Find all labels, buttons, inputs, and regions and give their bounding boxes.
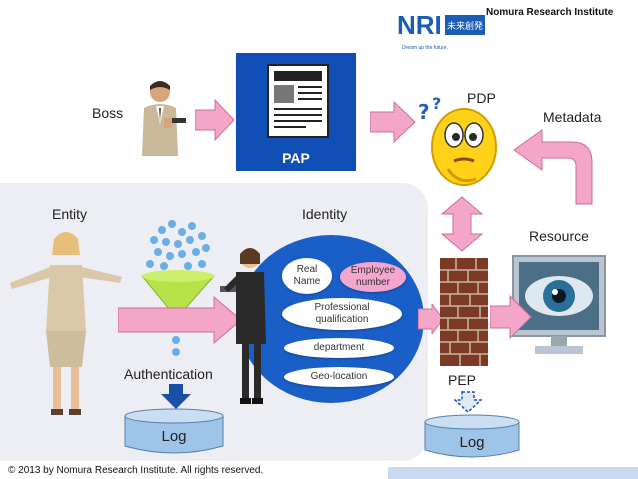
nri-logo: NRI 未来創発 Dream up the future.	[395, 6, 491, 52]
resource-label: Resource	[529, 228, 589, 244]
arrow-pdp-pep-bidirectional	[440, 196, 484, 257]
pdp-label: PDP	[467, 90, 496, 106]
arrow-identity-to-pep	[417, 302, 444, 339]
arrow-pep-to-resource	[489, 294, 532, 345]
identity-person-figure	[214, 244, 278, 411]
log-right-label: Log	[459, 434, 485, 451]
thinking-face-icon: ? ?	[418, 94, 502, 196]
entity-label: Entity	[52, 206, 88, 222]
log-database-right: Log	[424, 414, 520, 458]
arrow-metadata-to-pdp	[508, 128, 600, 213]
boss-figure	[138, 78, 188, 161]
resource-monitor-eye-icon	[511, 254, 607, 365]
attribute-geo-location: Geo-location	[284, 367, 394, 387]
nri-logo-text: NRI	[397, 10, 442, 40]
arrow-auth-to-log	[160, 384, 192, 415]
arrow-pep-to-log	[453, 391, 483, 418]
arrow-pap-to-pdp	[369, 100, 416, 149]
svg-text:?: ?	[418, 100, 430, 124]
attribute-professional-qualification: Professional qualification	[282, 298, 402, 330]
newspaper-icon	[267, 64, 329, 138]
metadata-label: Metadata	[543, 109, 602, 125]
authentication-label: Authentication	[124, 366, 213, 382]
boss-label: Boss	[92, 105, 124, 121]
pap-box	[236, 53, 356, 171]
org-name: Nomura Research Institute	[486, 7, 614, 18]
nri-logo-slogan: Dream up the future.	[402, 45, 448, 51]
footer-bar	[388, 467, 638, 479]
arrow-entity-to-identity	[117, 295, 242, 349]
attribute-real-name: Real Name	[282, 258, 332, 294]
copyright-text: © 2013 by Nomura Research Institute. All…	[8, 465, 264, 476]
identity-label: Identity	[302, 206, 348, 222]
pap-label: PAP	[282, 150, 310, 166]
svg-text:?: ?	[432, 95, 441, 113]
attribute-employee-number: Employee number	[340, 262, 406, 292]
pep-brick-wall-icon	[440, 258, 488, 371]
arrow-boss-to-pap	[194, 98, 235, 147]
pep-label: PEP	[448, 372, 477, 388]
log-database-left: Log	[124, 408, 224, 454]
entity-person-figure	[6, 225, 126, 422]
nri-logo-tagline: 未来創発	[447, 20, 483, 32]
log-left-label: Log	[161, 428, 187, 445]
attribute-department: department	[284, 338, 394, 358]
